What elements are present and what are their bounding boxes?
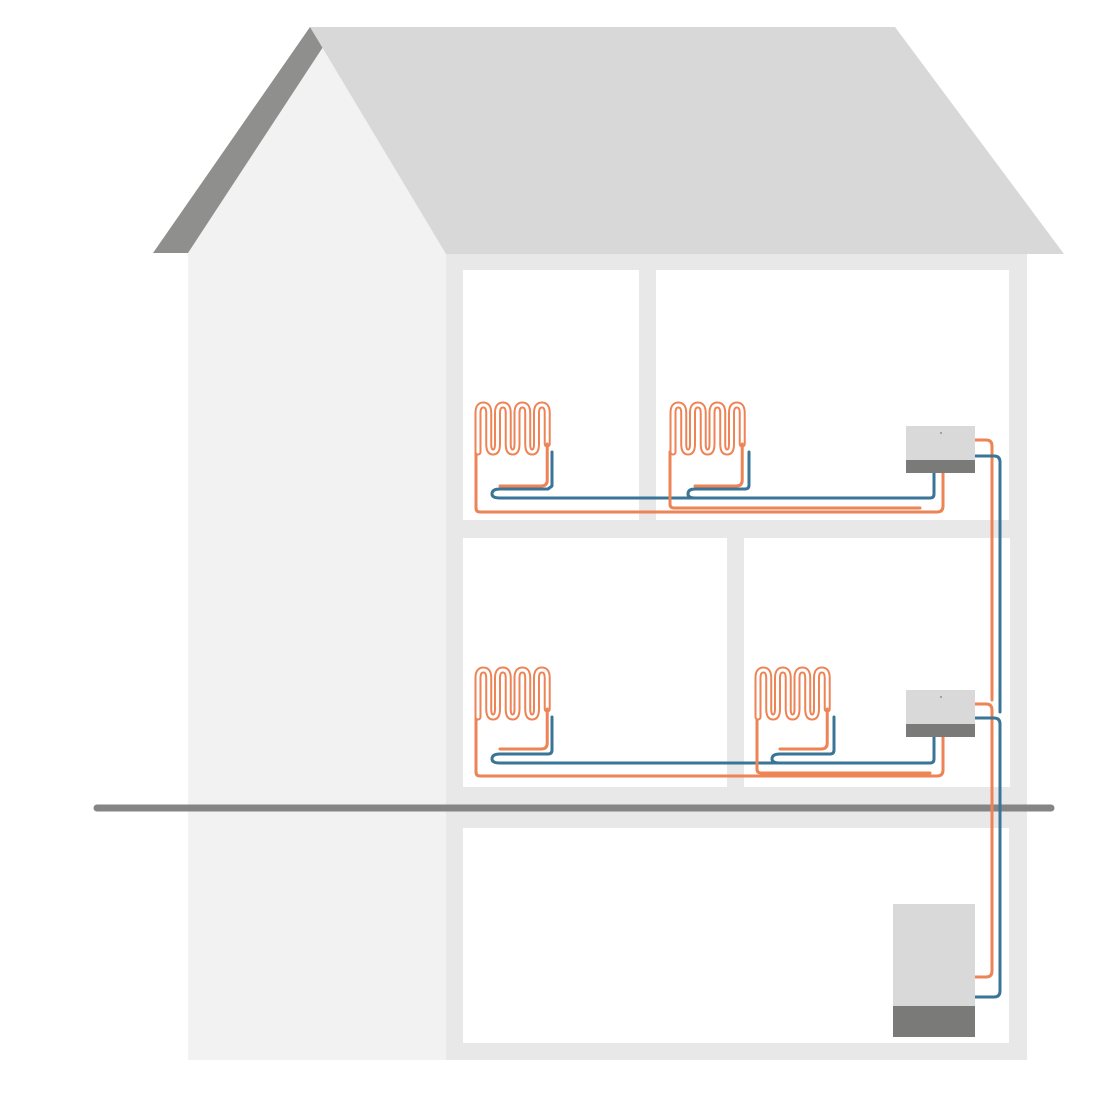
flow-pipe-middle-inner xyxy=(755,715,932,775)
flow-riser xyxy=(973,438,994,979)
loop-middle-left xyxy=(474,666,551,751)
heating-loops xyxy=(474,401,831,751)
heat-source-base xyxy=(893,1006,975,1037)
loop-middle-left-tube-inner xyxy=(476,668,549,719)
heat-source-body xyxy=(893,904,975,1008)
loop-middle-right-feed xyxy=(778,707,829,751)
loop-middle-left-feed xyxy=(498,707,549,751)
manifold-middle-base xyxy=(906,724,975,737)
manifold-middle-body xyxy=(906,690,975,726)
flow-pipe-upper-inner xyxy=(668,450,922,510)
heat-source-unit xyxy=(893,904,975,1037)
return-pipe-upper xyxy=(490,450,936,500)
return-pipe-middle xyxy=(490,715,936,765)
flow-pipe-middle xyxy=(474,715,945,778)
distribution-lines xyxy=(474,438,1002,999)
manifold-upper-indicator xyxy=(940,432,942,434)
loop-middle-right xyxy=(754,666,831,751)
loop-upper-right xyxy=(669,401,746,488)
room-middle-left xyxy=(463,538,727,787)
loop-upper-left xyxy=(474,401,551,488)
roof xyxy=(310,27,1064,254)
manifold-upper-body xyxy=(906,426,975,462)
room-middle-right xyxy=(744,538,1010,787)
return-pipe-upper-right-loop xyxy=(686,450,751,500)
loop-upper-right-tube-inner xyxy=(671,403,744,454)
loop-upper-left-feed xyxy=(498,442,549,488)
flow-pipe-upper xyxy=(474,450,945,514)
room-upper-right xyxy=(656,270,1009,520)
loop-upper-left-tube-inner xyxy=(476,403,549,454)
manifold-upper xyxy=(906,426,975,473)
manifold-middle xyxy=(906,690,975,737)
roof-edge xyxy=(153,27,323,253)
manifold-middle-indicator xyxy=(940,696,942,698)
gable-wall xyxy=(188,47,446,1060)
loop-middle-right-tube-inner xyxy=(756,668,829,719)
return-riser xyxy=(973,454,1002,999)
return-pipe-middle-right-loop xyxy=(770,715,836,765)
manifold-upper-base xyxy=(906,460,975,473)
loop-upper-right-feed xyxy=(693,442,744,488)
